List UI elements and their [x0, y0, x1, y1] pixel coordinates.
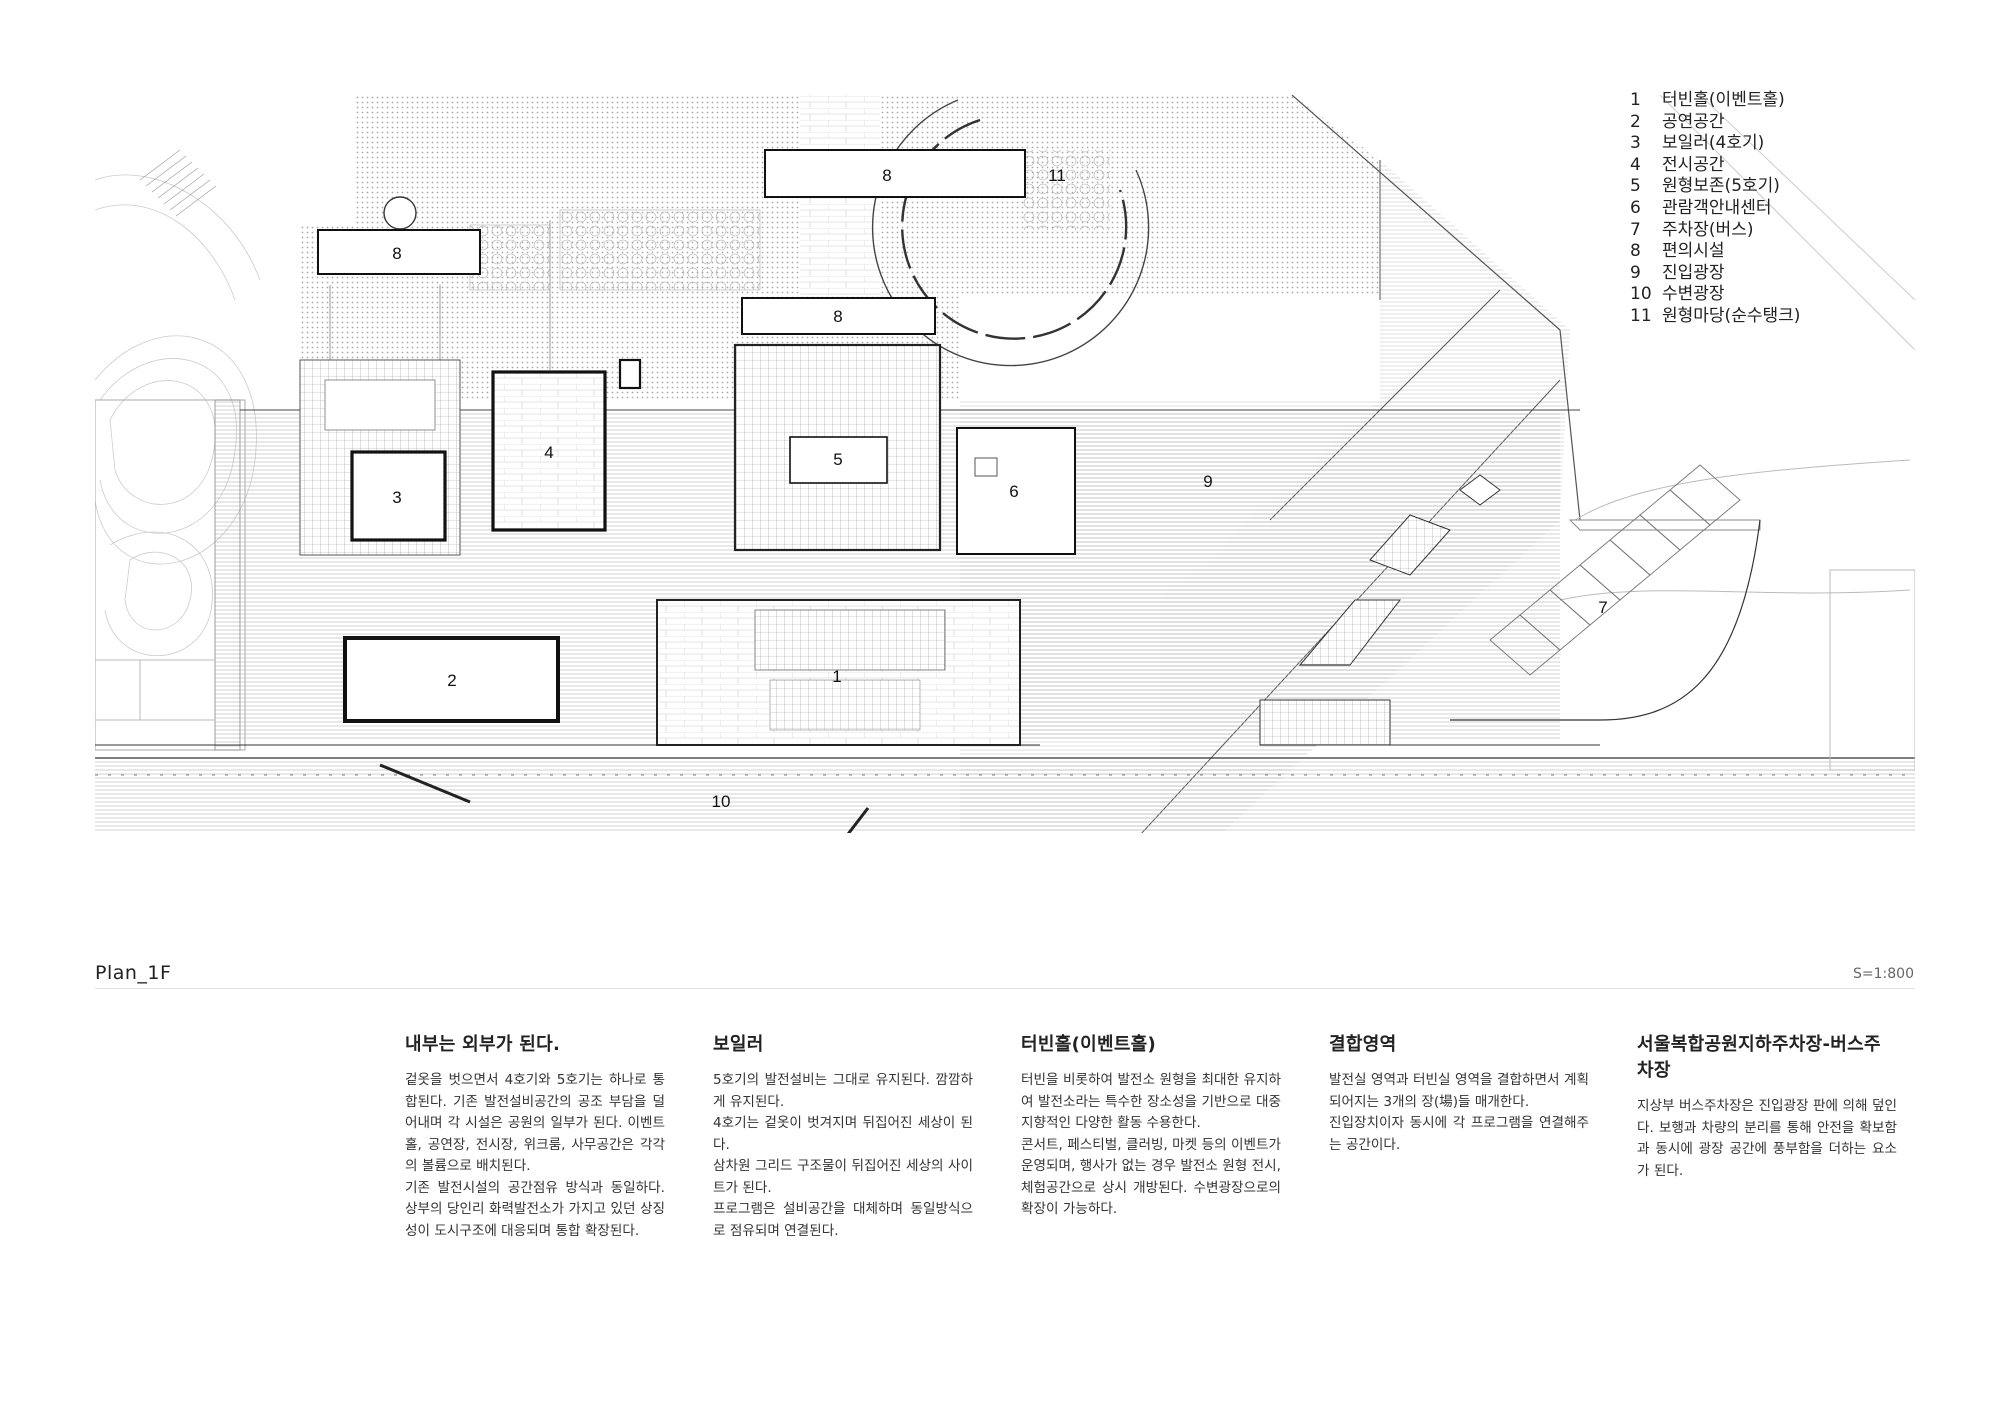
legend-label: 수변광장 [1662, 284, 1725, 305]
legend-number: 7 [1630, 219, 1641, 240]
plan-label-3: 3 [392, 488, 401, 507]
legend-label: 편의시설 [1662, 241, 1725, 262]
text-column-1: 내부는 외부가 된다. 겉옷을 벗으면서 4호기와 5호기는 하나로 통합된다.… [405, 1030, 665, 1242]
legend-number: 3 [1630, 133, 1641, 154]
plan-title: Plan_1F [95, 962, 172, 984]
legend-label: 공연공간 [1662, 111, 1725, 132]
legend-label: 원형마당(순수탱크) [1662, 305, 1801, 326]
legend-number: 9 [1630, 262, 1641, 283]
plan-label-6: 6 [1009, 482, 1018, 501]
legend-label: 주차장(버스) [1662, 219, 1754, 240]
legend-number: 11 [1630, 305, 1652, 326]
legend-item: 2 공연공간 [1630, 112, 1800, 134]
text-column-2: 보일러 5호기의 발전설비는 그대로 유지된다. 깜깜하게 유지된다.4호기는 … [713, 1030, 973, 1242]
text-column-3: 터빈홀(이벤트홀) 터빈을 비롯하여 발전소 원형을 최대한 유지하여 발전소라… [1021, 1030, 1281, 1221]
left-stairs [139, 149, 217, 217]
plan-label-9: 9 [1203, 472, 1212, 491]
legend-item: 6 관람객안내센터 [1630, 198, 1800, 220]
legend-label: 관람객안내센터 [1662, 197, 1772, 218]
column-title: 서울복합공원지하주차장-버스주차장 [1637, 1034, 1881, 1081]
legend-item: 5 원형보존(5호기) [1630, 176, 1800, 198]
plan-label-8b: 8 [392, 244, 401, 263]
divider [95, 988, 1915, 989]
plan-label-7: 7 [1598, 598, 1607, 617]
legend-number: 5 [1630, 176, 1641, 197]
plan-scale: S=1:800 [1853, 966, 1914, 982]
legend-label: 보일러(4호기) [1662, 133, 1765, 154]
legend-item: 10 수변광장 [1630, 284, 1800, 306]
text-column-5: 서울복합공원지하주차장-버스주차장 지상부 버스주차장은 진입광장 판에 의해 … [1637, 1030, 1897, 1182]
legend-item: 4 전시공간 [1630, 155, 1800, 177]
column-title: 터빈홀(이벤트홀) [1021, 1034, 1157, 1055]
column-body: 겉옷을 벗으면서 4호기와 5호기는 하나로 통합된다. 기존 발전설비공간의 … [405, 1072, 665, 1239]
legend-item: 11 원형마당(순수탱크) [1630, 306, 1800, 328]
legend-number: 6 [1630, 197, 1641, 218]
legend-label: 전시공간 [1662, 154, 1725, 175]
plan-label-1: 1 [832, 667, 841, 686]
legend-number: 2 [1630, 111, 1641, 132]
legend-number: 10 [1630, 284, 1652, 305]
legend-item: 9 진입광장 [1630, 263, 1800, 285]
column-body: 터빈을 비롯하여 발전소 원형을 최대한 유지하여 발전소라는 특수한 장소성을… [1021, 1072, 1281, 1217]
legend-item: 8 편의시설 [1630, 241, 1800, 263]
plan-label-8a: 8 [882, 166, 891, 185]
column-title: 결합영역 [1329, 1034, 1397, 1055]
legend-label: 원형보존(5호기) [1662, 176, 1780, 197]
column-title: 보일러 [713, 1034, 764, 1055]
legend-number: 8 [1630, 241, 1641, 262]
plan-label-4: 4 [544, 443, 553, 462]
column-body: 지상부 버스주차장은 진입광장 판에 의해 덮인다. 보행과 차량의 분리를 통… [1637, 1098, 1897, 1179]
legend-item: 1 터빈홀(이벤트홀) [1630, 90, 1800, 112]
legend-label: 진입광장 [1662, 262, 1725, 283]
plan-label-11: 11 [1048, 166, 1066, 185]
column-title: 내부는 외부가 된다. [405, 1034, 561, 1055]
legend-label: 터빈홀(이벤트홀) [1662, 90, 1785, 110]
plan-label-5: 5 [833, 450, 842, 469]
plan-label-8c: 8 [833, 307, 842, 326]
legend-item: 7 주차장(버스) [1630, 220, 1800, 242]
plan-label-2: 2 [447, 671, 456, 690]
text-column-4: 결합영역 발전실 영역과 터빈실 영역을 결합하면서 계획되어지는 3개의 장(… [1329, 1030, 1589, 1156]
legend-number: 1 [1630, 90, 1641, 110]
column-body: 5호기의 발전설비는 그대로 유지된다. 깜깜하게 유지된다.4호기는 겉옷이 … [713, 1072, 973, 1239]
legend-number: 4 [1630, 154, 1641, 175]
legend-item: 3 보일러(4호기) [1630, 133, 1800, 155]
plan-label-10: 10 [712, 792, 731, 811]
bus-parking-bays [1489, 464, 1741, 676]
column-body: 발전실 영역과 터빈실 영역을 결합하면서 계획되어지는 3개의 장(場)들 매… [1329, 1072, 1589, 1153]
